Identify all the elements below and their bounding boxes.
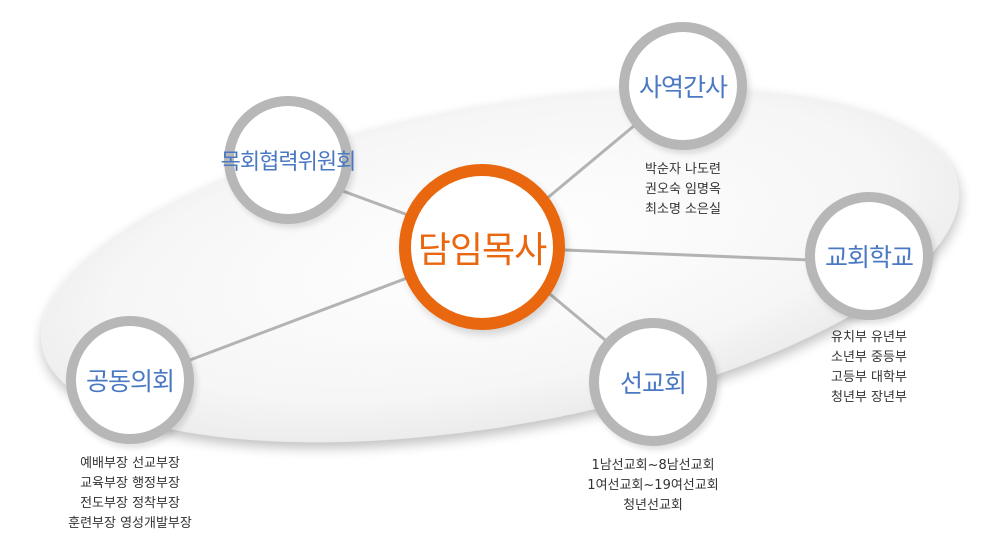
member-line: 전도부장 정착부장 xyxy=(80,496,180,511)
node-label: 목회협력위원회 xyxy=(220,150,357,175)
connector-center-school xyxy=(564,248,811,262)
center-node-label: 담임목사 xyxy=(417,230,547,271)
member-line: 훈련부장 영성개발부장 xyxy=(68,516,192,531)
member-line: 최소명 소은실 xyxy=(645,202,721,217)
node-label: 선교회 xyxy=(619,369,687,398)
member-line: 교육부장 행정부장 xyxy=(80,476,180,491)
node-church-school: 교회학교 xyxy=(805,192,933,320)
member-line: 1여선교회~19여선교회 xyxy=(587,478,719,493)
node-joint-council: 공동의회 xyxy=(66,316,194,444)
node-ministry-officers: 사역간사 xyxy=(619,22,747,150)
node-label: 공동의회 xyxy=(85,367,175,396)
node-label: 교회학교 xyxy=(824,243,914,272)
member-line: 유치부 유년부 xyxy=(831,330,907,345)
center-node-senior-pastor: 담임목사 xyxy=(399,164,565,330)
member-line: 1남선교회~8남선교회 xyxy=(591,458,715,473)
connector-center-council xyxy=(189,273,416,362)
member-line: 고등부 대학부 xyxy=(831,370,907,385)
joint-council-members: 예배부장 선교부장 교육부장 행정부장 전도부장 정착부장 훈련부장 영성개발부… xyxy=(50,454,210,534)
member-line: 권오숙 임명옥 xyxy=(645,182,721,197)
mission-groups-members: 1남선교회~8남선교회 1여선교회~19여선교회 청년선교회 xyxy=(568,456,738,516)
member-line: 소년부 중등부 xyxy=(831,350,907,365)
connector-center-mission xyxy=(544,288,606,342)
node-mission-groups: 선교회 xyxy=(589,318,717,446)
member-line: 예배부장 선교부장 xyxy=(80,456,180,471)
ministry-officers-members: 박순자 나도련 권오숙 임명옥 최소명 소은실 xyxy=(613,160,753,220)
connector-center-ministry xyxy=(544,123,636,202)
connector-center-committee xyxy=(339,188,409,217)
member-line: 청년부 장년부 xyxy=(831,390,907,405)
member-line: 박순자 나도련 xyxy=(645,162,721,177)
church-school-members: 유치부 유년부 소년부 중등부 고등부 대학부 청년부 장년부 xyxy=(799,328,939,408)
node-pastoral-committee: 목회협력위원회 xyxy=(221,96,356,224)
member-line: 청년선교회 xyxy=(623,498,683,513)
node-label: 사역간사 xyxy=(638,73,728,102)
